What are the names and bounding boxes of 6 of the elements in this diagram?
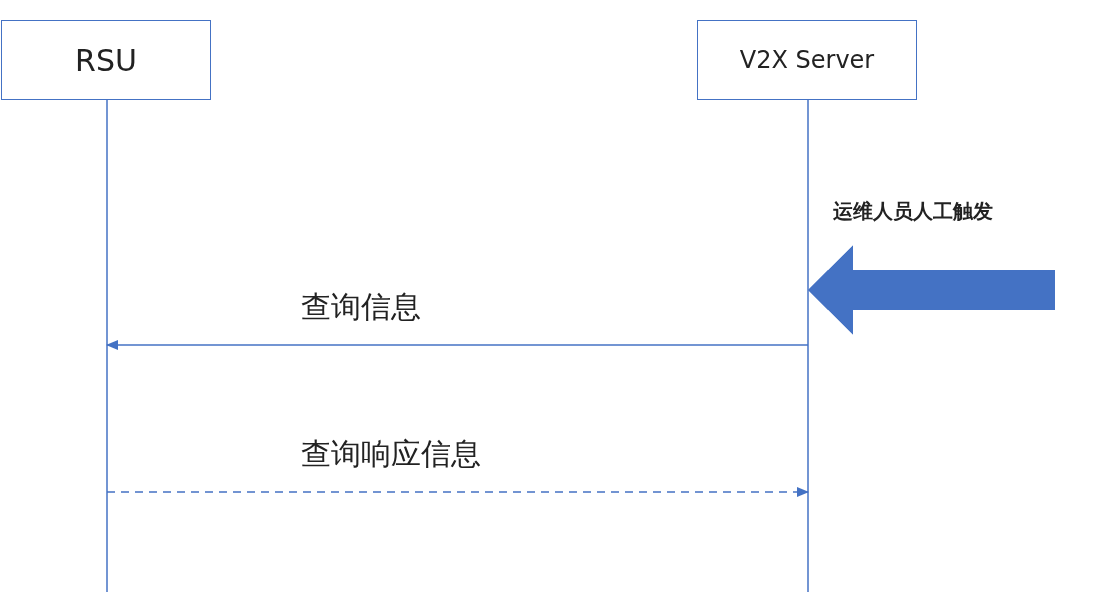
block-arrow — [808, 245, 1055, 335]
participant-name: V2X Server — [739, 46, 875, 74]
edge-label: 运维人员人工触发 — [830, 198, 996, 225]
participant-name: RSU — [75, 42, 137, 78]
message-arrow — [106, 487, 809, 497]
message-arrow — [106, 340, 809, 350]
